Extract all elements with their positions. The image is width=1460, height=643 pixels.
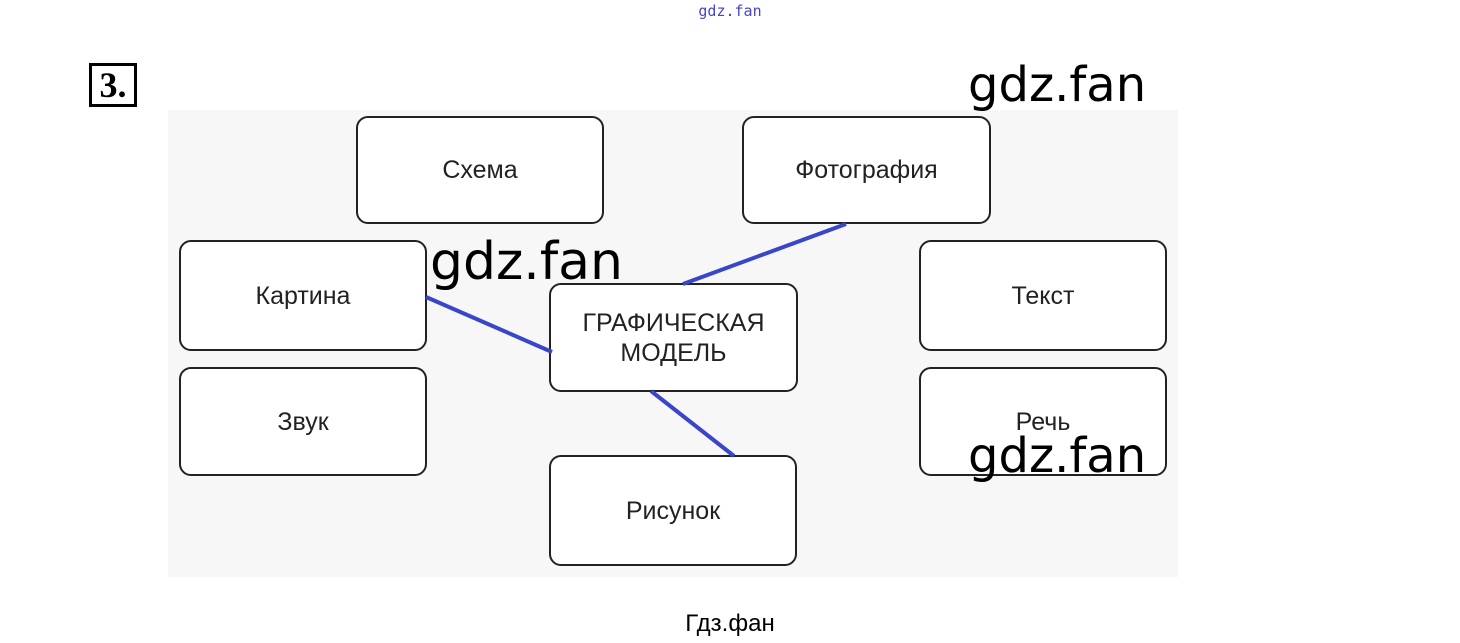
watermark: gdz.fan bbox=[430, 232, 623, 292]
center-line1: ГРАФИЧЕСКАЯ bbox=[582, 308, 765, 337]
center-line2: МОДЕЛЬ bbox=[620, 338, 727, 367]
node-drawing: Рисунок bbox=[549, 455, 797, 566]
site-link[interactable]: gdz.fan bbox=[698, 2, 762, 20]
node-text: Текст bbox=[919, 240, 1167, 351]
node-speech: Речь bbox=[919, 367, 1167, 476]
node-sound: Звук bbox=[179, 367, 427, 476]
watermark: gdz.fan bbox=[968, 428, 1147, 484]
footer-text: Гдз.фан bbox=[685, 610, 775, 637]
line-painting bbox=[425, 295, 553, 354]
watermark: gdz.fan bbox=[968, 57, 1147, 113]
line-drawing bbox=[649, 389, 736, 458]
line-photo bbox=[682, 222, 847, 286]
node-schema: Схема bbox=[356, 116, 604, 224]
task-number: 3. bbox=[89, 63, 137, 107]
node-center: ГРАФИЧЕСКАЯ МОДЕЛЬ bbox=[549, 283, 798, 392]
node-photo: Фотография bbox=[742, 116, 991, 224]
node-painting: Картина bbox=[179, 240, 427, 351]
